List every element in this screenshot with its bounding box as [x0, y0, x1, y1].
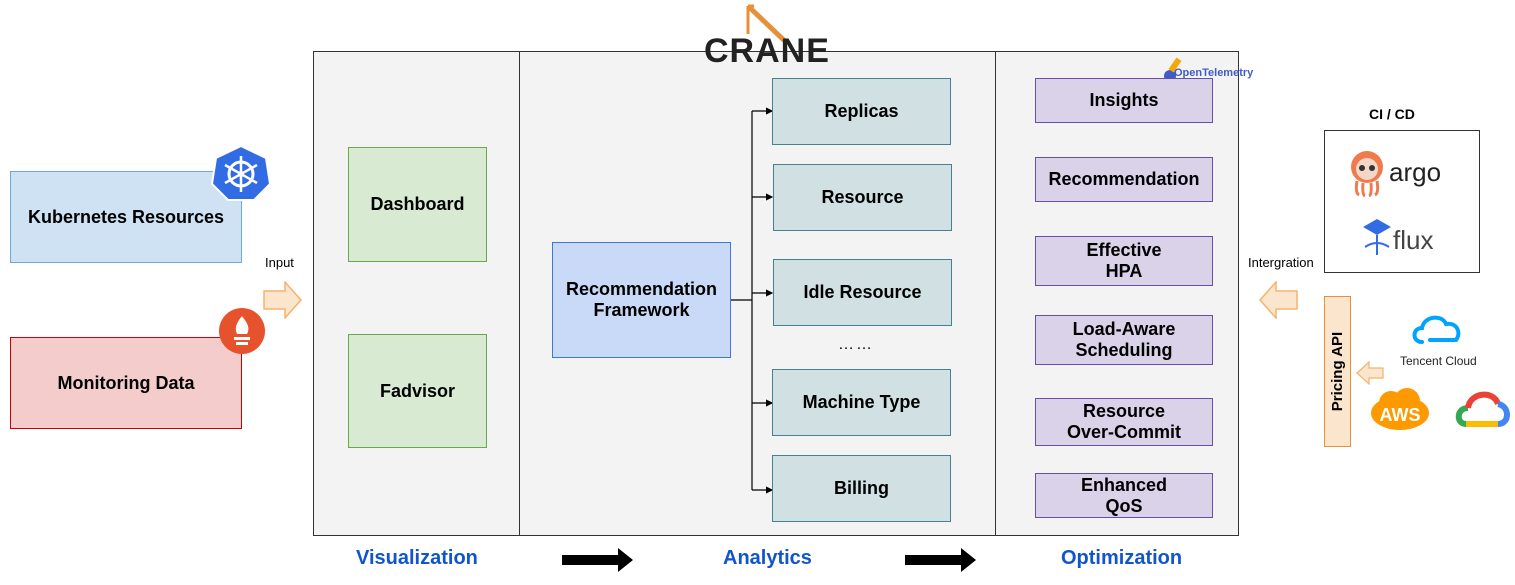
monitoring-data-label: Monitoring Data	[57, 372, 195, 393]
pricing-arrow-icon	[1356, 361, 1384, 385]
aws-icon: AWS	[1371, 388, 1429, 430]
cicd-label: CI / CD	[1369, 106, 1415, 122]
analytics-item-machine-type: Machine Type	[772, 369, 951, 436]
analytics-item-idle-resource: Idle Resource	[773, 259, 952, 326]
recommendation-framework-label: Recommendation Framework	[565, 279, 718, 320]
optimization-item-enhanced-qos: Enhanced QoS	[1035, 473, 1213, 518]
dashboard-box: Dashboard	[348, 147, 487, 262]
tencent-cloud-text: Tencent Cloud	[1400, 354, 1477, 368]
section-label-visualization: Visualization	[356, 547, 478, 569]
flow-arrow-icon	[562, 548, 633, 572]
section-label-optimization: Optimization	[1061, 547, 1183, 569]
argo-icon	[1351, 151, 1383, 197]
optimization-item-label: Recommendation	[1048, 169, 1200, 189]
analytics-connectors	[731, 107, 774, 494]
analytics-item-billing: Billing	[772, 455, 951, 522]
analytics-item-label: Idle Resource	[803, 282, 922, 302]
optimization-item-label: Enhanced QoS	[1080, 474, 1168, 516]
opentelemetry-text: OpenTelemetry	[1174, 67, 1254, 79]
flow-arrow-icon	[905, 548, 976, 572]
kubernetes-icon	[210, 144, 272, 201]
pricing-api-label: Pricing API	[1329, 331, 1346, 412]
kubernetes-resources-label: Kubernetes Resources	[27, 206, 225, 227]
input-label: Input	[265, 255, 294, 270]
analytics-item-label: Resource	[821, 187, 904, 207]
cicd-box: argo flux	[1324, 130, 1480, 273]
optimization-item-recommendation: Recommendation	[1035, 157, 1213, 202]
analytics-item-resource: Resource	[773, 164, 952, 231]
optimization-item-label: Effective HPA	[1086, 240, 1162, 281]
pricing-api-box: Pricing API	[1324, 296, 1351, 447]
crane-icon	[746, 4, 790, 46]
input-arrow-icon	[263, 281, 303, 319]
flux-icon	[1363, 219, 1391, 255]
analytics-item-label: Replicas	[824, 101, 899, 121]
fadvisor-box: Fadvisor	[348, 334, 487, 448]
crane-logo-text: CRANE	[704, 32, 830, 70]
optimization-item-label: Insights	[1089, 90, 1159, 110]
prometheus-icon	[219, 308, 265, 354]
fadvisor-label: Fadvisor	[379, 380, 456, 401]
recommendation-framework-box: Recommendation Framework	[552, 242, 731, 358]
integration-label: Intergration	[1248, 255, 1314, 270]
kubernetes-resources-box: Kubernetes Resources	[10, 171, 242, 263]
monitoring-data-box: Monitoring Data	[10, 337, 242, 429]
section-label-analytics: Analytics	[723, 547, 812, 569]
optimization-item-resource-over-commit: Resource Over-Commit	[1035, 398, 1213, 446]
optimization-item-label: Load-Aware Scheduling	[1072, 319, 1176, 360]
crane-logo: CRANE	[700, 2, 830, 72]
divider-left	[519, 52, 520, 535]
analytics-ellipsis: ……	[838, 336, 874, 353]
dashboard-label: Dashboard	[370, 194, 465, 214]
divider-right	[995, 52, 996, 535]
analytics-item-label: Billing	[834, 478, 889, 498]
google-cloud-icon	[1455, 391, 1510, 427]
optimization-item-effective-hpa: Effective HPA	[1035, 236, 1213, 286]
tencent-cloud-icon	[1412, 315, 1461, 344]
optimization-item-label: Resource Over-Commit	[1066, 401, 1182, 442]
argo-text: argo	[1389, 157, 1442, 187]
flux-text: flux	[1393, 225, 1434, 255]
analytics-item-label: Machine Type	[802, 392, 921, 412]
optimization-item-load-aware-scheduling: Load-Aware Scheduling	[1035, 315, 1213, 365]
analytics-item-replicas: Replicas	[772, 78, 951, 145]
aws-text: AWS	[1379, 405, 1420, 425]
integration-arrow-icon	[1258, 281, 1298, 319]
optimization-item-insights: Insights	[1035, 78, 1213, 123]
